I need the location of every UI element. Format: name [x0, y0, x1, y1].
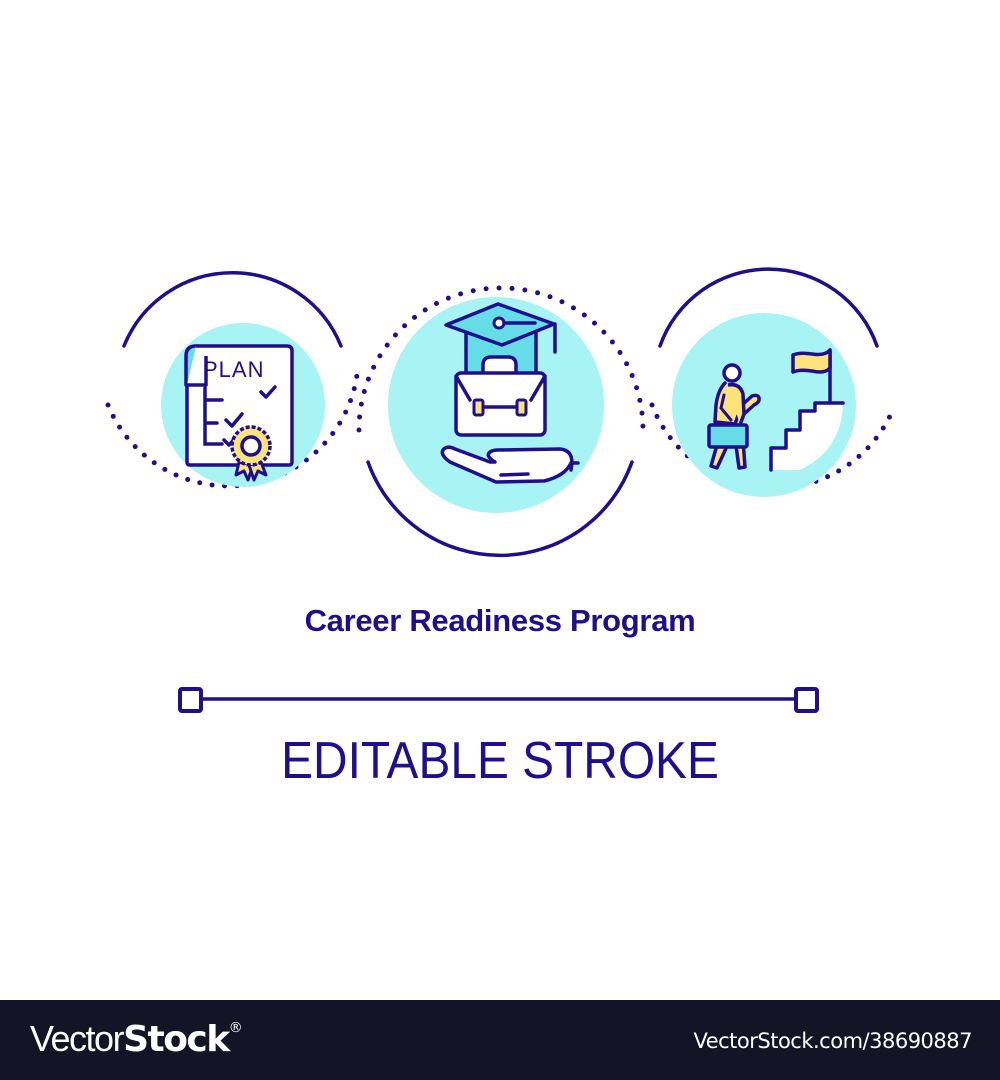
- stroke-handle-right: [794, 687, 819, 713]
- illustration-canvas: PLAN: [105, 267, 893, 713]
- registered-mark: ®: [228, 1020, 243, 1036]
- footer-bar: VectorStock® VectorStock.com/38690887: [0, 1000, 1000, 1080]
- plan-label: PLAN: [203, 357, 264, 382]
- plan-document-icon: PLAN: [105, 271, 360, 489]
- logo-bold-text: Stock: [123, 1019, 230, 1060]
- vectorstock-logo[interactable]: VectorStock®: [30, 1018, 243, 1060]
- logo-light-text: Vector: [30, 1018, 125, 1059]
- editable-stroke-label: EDITABLE STROKE: [281, 732, 719, 790]
- illustration-title: Career Readiness Program: [304, 603, 696, 638]
- image-url-link[interactable]: VectorStock.com/38690887: [693, 1029, 972, 1053]
- editable-stroke-line: [178, 687, 819, 713]
- person-climbing-stairs-flag-icon: [649, 267, 893, 497]
- graduation-briefcase-hand-icon: [356, 285, 646, 558]
- stroke-handle-left: [178, 687, 203, 713]
